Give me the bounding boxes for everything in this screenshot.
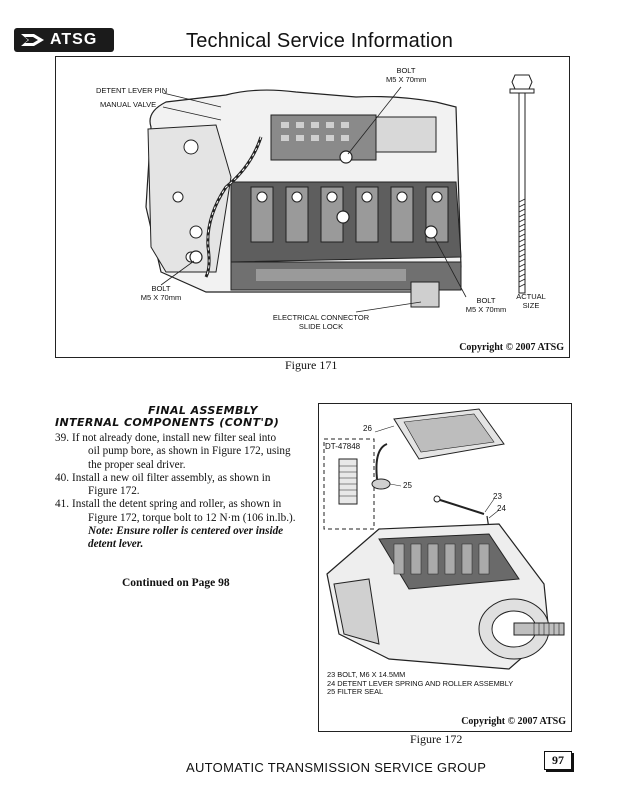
instruction-list: 39.If not already done, install new filt… bbox=[55, 432, 315, 552]
figure-172-copyright: Copyright © 2007 ATSG bbox=[461, 716, 566, 727]
note-line-2: detent lever. bbox=[88, 538, 144, 551]
page-number: 97 bbox=[544, 751, 572, 770]
callout-25: 25 bbox=[403, 481, 412, 490]
legend-item: 25 FILTER SEAL bbox=[327, 687, 384, 697]
figure-171-frame: DETENT LEVER PIN MANUAL VALVE BOLT M5 X … bbox=[55, 56, 570, 358]
figure-171-caption: Figure 171 bbox=[285, 358, 338, 372]
callout-26: 26 bbox=[363, 424, 372, 433]
figure-172-caption: Figure 172 bbox=[410, 732, 463, 746]
transmission-illustration bbox=[323, 408, 565, 670]
note-line-1: Note: Ensure roller is centered over ins… bbox=[88, 525, 284, 538]
atsg-logo: ATSG bbox=[14, 28, 114, 52]
callout-24: 24 bbox=[497, 504, 506, 513]
bolt-left-label: BOLT M5 X 70mm bbox=[140, 284, 182, 302]
footer-text: AUTOMATIC TRANSMISSION SERVICE GROUP bbox=[186, 760, 487, 775]
figure-172-frame: DT-47848 26 25 23 24 23 BOLT, M6 X 14.5M… bbox=[318, 403, 572, 732]
step-39: 39.If not already done, install new filt… bbox=[55, 432, 291, 471]
continued-note: Continued on Page 98 bbox=[122, 577, 230, 589]
section-subtitle: INTERNAL COMPONENTS (CONT'D) bbox=[55, 416, 280, 429]
valve-body-illustration bbox=[145, 74, 535, 313]
bolt-top-label: BOLT M5 X 70mm bbox=[386, 66, 427, 84]
section-title: FINAL ASSEMBLY bbox=[148, 404, 258, 417]
detent-lever-pin-label: DETENT LEVER PIN bbox=[96, 86, 168, 95]
step-41: 41.Install the detent spring and roller,… bbox=[55, 498, 315, 551]
manual-valve-label: MANUAL VALVE bbox=[100, 100, 157, 109]
electrical-connector-label: ELECTRICAL CONNECTOR SLIDE LOCK bbox=[272, 313, 370, 331]
legend-item: 24 DETENT LEVER SPRING AND ROLLER ASSEMB… bbox=[327, 678, 514, 688]
actual-size-label: ACTUAL SIZE bbox=[516, 292, 546, 310]
legend-item: 23 BOLT, M6 X 14.5MM bbox=[327, 670, 406, 679]
callout-23: 23 bbox=[493, 492, 502, 501]
tool-number-label: DT-47848 bbox=[325, 442, 361, 451]
wing-icon bbox=[21, 34, 44, 46]
figure-171-copyright: Copyright © 2007 ATSG bbox=[459, 342, 564, 353]
figure-172-legend: 23 BOLT, M6 X 14.5MM 24 DETENT LEVER SPR… bbox=[327, 670, 514, 697]
step-40: 40.Install a new oil filter assembly, as… bbox=[55, 471, 271, 498]
bolt-right-label: BOLT M5 X 70mm bbox=[465, 296, 507, 314]
logo-text: ATSG bbox=[50, 31, 98, 48]
page-title: Technical Service Information bbox=[186, 30, 454, 52]
actual-size-bolt bbox=[509, 74, 535, 294]
